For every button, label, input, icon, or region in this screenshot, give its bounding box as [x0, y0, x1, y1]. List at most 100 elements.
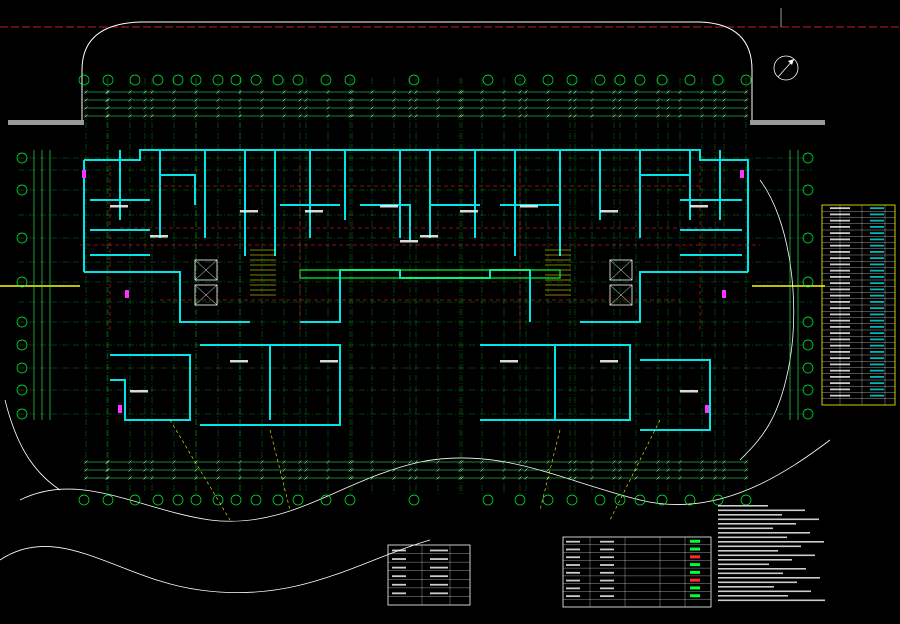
table-cell-text	[870, 226, 884, 228]
dimension-tick	[105, 98, 109, 102]
axis-bubble-bottom	[684, 494, 696, 506]
dimension-tick	[326, 468, 330, 472]
dimension-tick	[722, 114, 726, 118]
note-line	[718, 599, 825, 602]
dimension-tick	[194, 106, 198, 110]
dimension-tick	[678, 468, 682, 472]
dimension-tick	[460, 90, 464, 94]
landscape-curve-4	[739, 179, 795, 461]
dimension-tick	[298, 114, 302, 118]
dimension-tick	[408, 98, 412, 102]
dimension-tick	[573, 476, 577, 480]
table-cell-text	[870, 294, 884, 297]
dimension-tick	[678, 106, 682, 110]
table-cell-text	[392, 566, 406, 569]
room-label-mark	[680, 390, 698, 393]
wing-wall-left	[110, 354, 191, 421]
dimension-tick	[744, 90, 748, 94]
table-color-swatch	[690, 586, 700, 590]
axis-bubble-top	[482, 74, 494, 86]
dimension-tick	[105, 114, 109, 118]
dimension-tick	[392, 460, 396, 464]
table-cell-text	[870, 351, 884, 353]
axis-bubble-bottom	[320, 494, 332, 506]
dimension-tick	[216, 90, 220, 94]
dimension-tick	[590, 468, 594, 472]
dimension-tick	[194, 460, 198, 464]
dimension-tick	[634, 106, 638, 110]
elevator-cross	[609, 259, 633, 281]
table-cell-text	[870, 213, 884, 216]
dimension-tick	[106, 90, 110, 94]
dimension-tick	[408, 476, 412, 480]
road-left	[8, 120, 84, 125]
axis-bubble-top	[320, 74, 332, 86]
note-line	[718, 505, 768, 507]
dimension-tick	[298, 98, 302, 102]
dimension-tick	[436, 460, 440, 464]
table-cell-text	[870, 251, 884, 253]
axis-bubble-left	[16, 184, 28, 196]
dimension-tick	[612, 476, 616, 480]
axis-bubble-bottom	[292, 494, 304, 506]
table-cell-text	[600, 540, 614, 543]
table-cell-text	[566, 595, 580, 598]
dimension-tick	[666, 90, 670, 94]
axis-bubble-top	[129, 74, 141, 86]
axis-bubble-top	[634, 74, 646, 86]
axis-bubble-bottom	[272, 494, 284, 506]
dimension-tick	[408, 114, 412, 118]
dimension-tick	[573, 90, 577, 94]
dimension-tick	[408, 90, 412, 94]
dimension-tick	[370, 460, 374, 464]
dimension-tick	[326, 476, 330, 480]
dimension-tick	[143, 114, 147, 118]
dimension-tick	[460, 460, 464, 464]
dimension-tick	[282, 114, 286, 118]
dimension-tick	[414, 460, 418, 464]
dimension-tick	[436, 98, 440, 102]
table-cell-text	[566, 579, 580, 582]
table-cell-text	[600, 564, 614, 566]
axis-bubble-top	[172, 74, 184, 86]
note-line	[718, 532, 810, 534]
dimension-tick	[618, 90, 622, 94]
dimension-tick	[370, 98, 374, 102]
axis-bubble-right	[802, 408, 814, 420]
dimension-tick	[414, 476, 418, 480]
dimension-tick	[700, 90, 704, 94]
dimension-tick	[573, 106, 577, 110]
axis-bubble-bottom	[542, 494, 554, 506]
note-line	[718, 563, 769, 566]
axis-bubble-bottom	[344, 494, 356, 506]
dimension-tick	[618, 476, 622, 480]
table-cell-text	[392, 592, 406, 595]
dimension-tick	[392, 476, 396, 480]
dimension-tick	[573, 98, 577, 102]
dimension-tick	[150, 460, 154, 464]
dimension-tick	[326, 90, 330, 94]
site-outline	[81, 21, 753, 122]
axis-bubble-top	[566, 74, 578, 86]
axis-bubble-top	[272, 74, 284, 86]
dimension-tick	[414, 114, 418, 118]
dimension-tick	[568, 476, 572, 480]
dimension-tick	[546, 468, 550, 472]
note-line	[718, 577, 820, 579]
dimension-tick	[408, 106, 412, 110]
dimension-tick	[194, 114, 198, 118]
dimension-tick	[194, 476, 198, 480]
table-cell-text	[870, 207, 884, 210]
table-cell-text	[870, 376, 884, 378]
table-cell-text	[600, 587, 614, 590]
partition-wall	[360, 204, 411, 240]
dimension-tick	[590, 114, 594, 118]
table-color-swatch	[690, 563, 700, 567]
dimension-tick	[106, 476, 110, 480]
dimension-tick	[518, 476, 522, 480]
note-line	[718, 581, 797, 584]
table-cell-text	[870, 313, 884, 316]
dimension-tick	[348, 90, 352, 94]
axis-bubble-bottom	[514, 494, 526, 506]
plan-details	[80, 165, 760, 521]
